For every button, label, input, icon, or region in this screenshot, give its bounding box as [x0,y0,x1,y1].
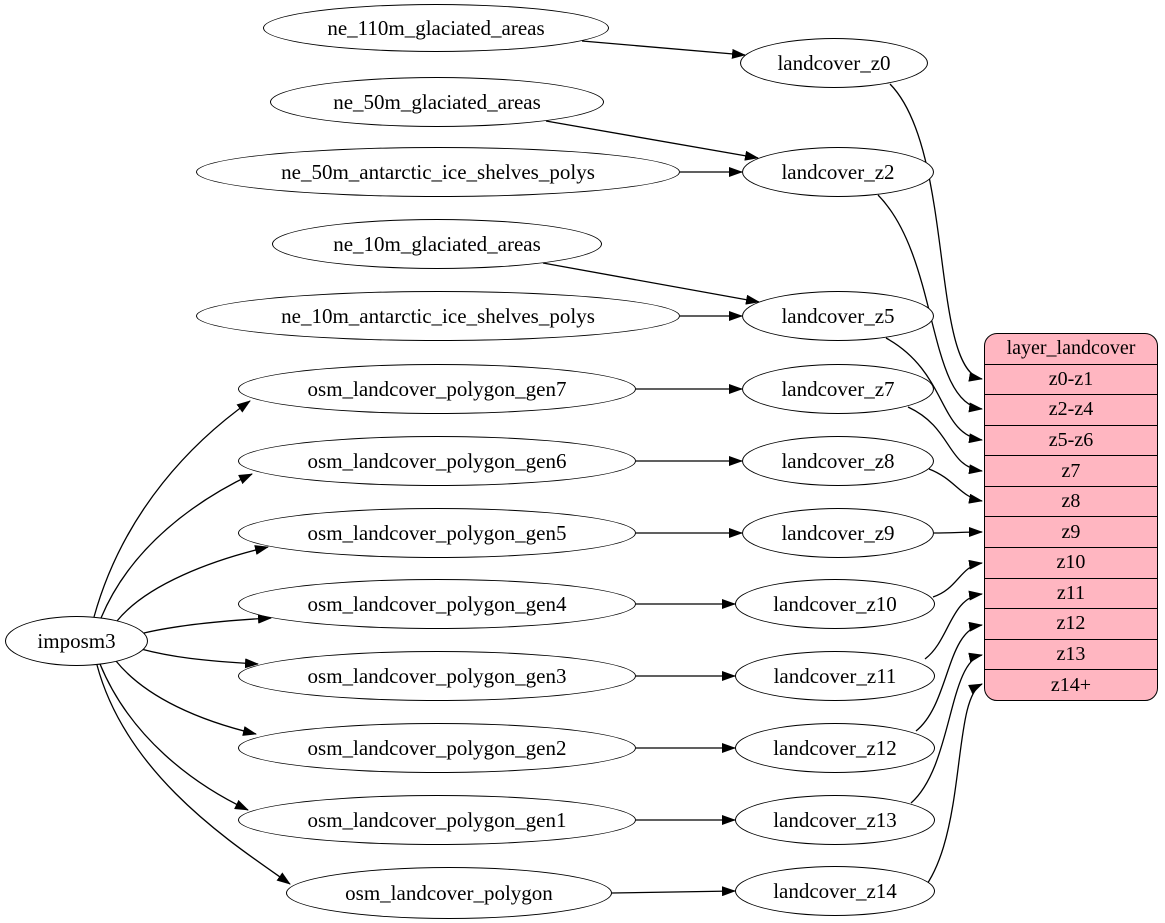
edge-landcover_z9-to-z9 [933,527,983,538]
edge-imposm3-to-osm_landcover_polygon_gen6 [100,473,253,619]
node-osm-landcover-polygon-gen5: osm_landcover_polygon_gen5 [238,508,636,558]
edge-ne_10m_glaciated_areas-to-landcover_z5 [542,262,760,305]
table-row-z0-z1: z0-z1 [985,363,1157,395]
node-landcover-z7: landcover_z7 [742,364,934,414]
table-row-z9: z9 [985,516,1157,547]
table-layer-landcover: layer_landcover z0-z1 z2-z4 z5-z6 z7 z8 … [984,333,1158,701]
edge-landcover_z2-to-z2-z4 [877,194,983,413]
node-landcover-z0: landcover_z0 [740,38,928,88]
node-landcover-z13: landcover_z13 [735,795,935,845]
edge-landcover_z11-to-z11 [924,590,983,660]
edge-imposm3-to-osm_landcover_polygon [96,664,291,885]
node-landcover-z8: landcover_z8 [742,436,934,486]
table-title: layer_landcover [1006,337,1136,360]
edge-landcover_z8-to-z8 [928,468,983,504]
node-ne-110m-glaciated-areas: ne_110m_glaciated_areas [263,4,609,52]
node-landcover-z10: landcover_z10 [735,579,935,629]
table-row-z5-z6: z5-z6 [985,424,1157,456]
node-ne-50m-glaciated-areas: ne_50m_glaciated_areas [270,77,604,127]
node-osm-landcover-polygon-gen3: osm_landcover_polygon_gen3 [238,651,636,701]
edge-landcover_z5-to-z5-z6 [885,337,983,444]
edge-imposm3-to-osm_landcover_polygon_gen5 [116,545,269,622]
node-osm-landcover-polygon: osm_landcover_polygon [286,867,612,919]
edge-landcover_z0-to-z0-z1 [889,83,983,382]
table-row-z7: z7 [985,455,1157,486]
edge-osm_landcover_polygon-to-landcover_z14 [611,886,736,897]
node-osm-landcover-polygon-gen6: osm_landcover_polygon_gen6 [238,436,636,486]
edge-landcover_z13-to-z13 [910,652,983,804]
table-row-z12: z12 [985,608,1157,639]
table-row-z2-z4: z2-z4 [985,394,1157,425]
node-landcover-z12: landcover_z12 [735,723,935,773]
node-landcover-z2: landcover_z2 [742,147,934,197]
edge-imposm3-to-osm_landcover_polygon_gen2 [115,660,257,736]
edge-landcover_z12-to-z12 [915,621,983,732]
node-ne-10m-glaciated-areas: ne_10m_glaciated_areas [272,219,602,269]
node-osm-landcover-polygon-gen1: osm_landcover_polygon_gen1 [238,795,636,845]
table-row-z8: z8 [985,485,1157,517]
edge-landcover_z14-to-z14+ [902,683,983,909]
node-osm-landcover-polygon-gen7: osm_landcover_polygon_gen7 [238,364,636,414]
edge-landcover_z7-to-z7 [907,406,983,475]
node-landcover-z9: landcover_z9 [742,508,934,558]
edge-imposm3-to-osm_landcover_polygon_gen4 [143,613,272,634]
table-row-z14-plus: z14+ [985,669,1157,700]
node-ne-50m-antarctic-ice-shelves-polys: ne_50m_antarctic_ice_shelves_polys [196,147,680,197]
edge-imposm3-to-osm_landcover_polygon_gen7 [93,400,251,618]
edge-ne_110m_glaciated_areas-to-landcover_z0 [581,40,746,59]
table-row-z11: z11 [985,577,1157,609]
node-landcover-z5: landcover_z5 [742,291,934,341]
edge-imposm3-to-osm_landcover_polygon_gen3 [140,648,259,669]
edge-ne_50m_glaciated_areas-to-landcover_z2 [545,120,759,161]
node-ne-10m-antarctic-ice-shelves-polys: ne_10m_antarctic_ice_shelves_polys [196,291,680,341]
node-osm-landcover-polygon-gen2: osm_landcover_polygon_gen2 [238,723,636,773]
edge-imposm3-to-osm_landcover_polygon_gen1 [99,663,249,811]
node-osm-landcover-polygon-gen4: osm_landcover_polygon_gen4 [238,579,636,629]
edge-landcover_z10-to-z10 [932,559,983,598]
table-row-z13: z13 [985,638,1157,670]
node-landcover-z14: landcover_z14 [735,866,935,916]
node-landcover-z11: landcover_z11 [735,651,935,701]
node-imposm3: imposm3 [5,616,148,666]
table-row-z10: z10 [985,547,1157,578]
